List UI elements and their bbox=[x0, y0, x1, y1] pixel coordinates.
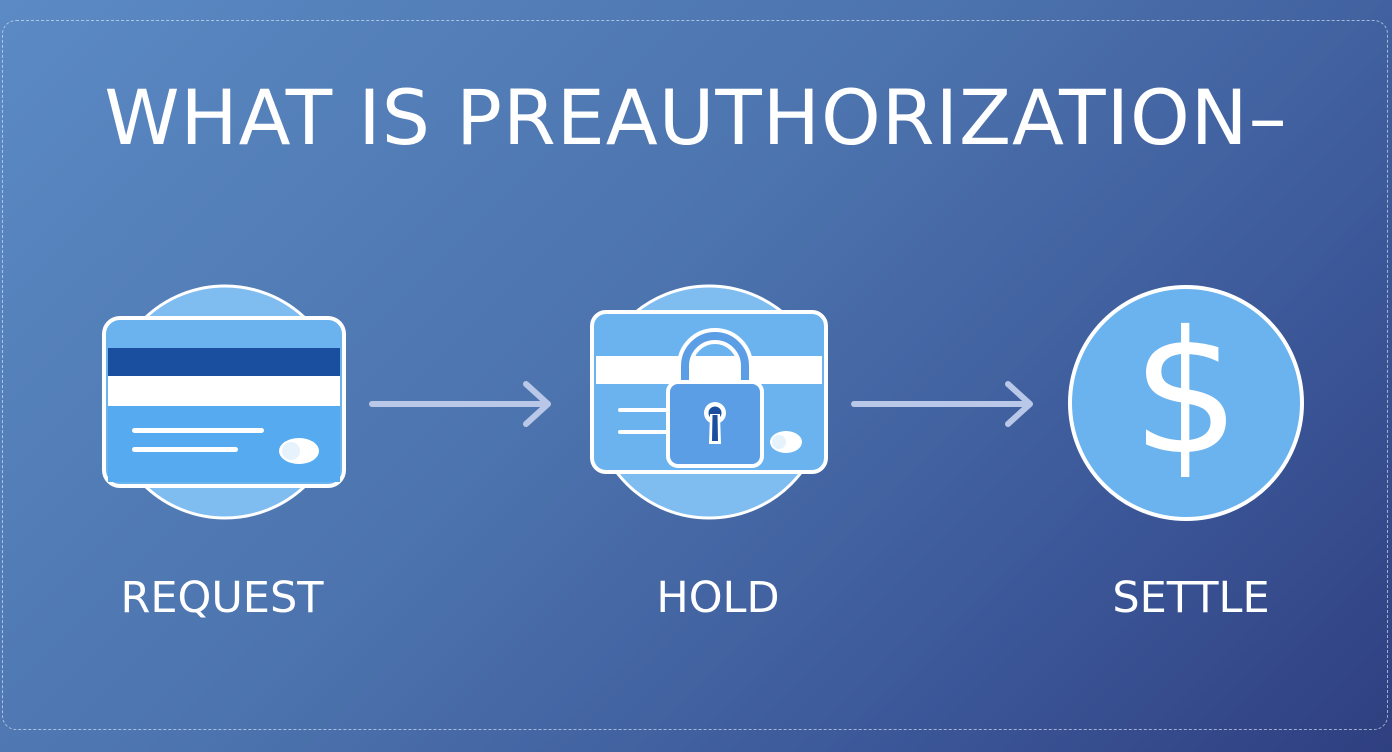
credit-card-icon bbox=[102, 284, 346, 520]
coin-circle bbox=[1068, 285, 1304, 521]
arrow-request-to-hold bbox=[369, 381, 551, 427]
stage-label-request: REQUEST bbox=[120, 573, 324, 623]
hold-card-white-band bbox=[596, 356, 822, 384]
arrow-hold-to-settle bbox=[851, 381, 1033, 427]
card-white-band bbox=[108, 376, 340, 406]
dollar-sign: $ bbox=[1132, 295, 1240, 493]
hold-card-text-line-2 bbox=[618, 430, 668, 434]
locked-card-icon bbox=[590, 284, 828, 520]
page-title: WHAT IS PREAUTHORIZATION– bbox=[104, 73, 1288, 162]
stage-label-hold: HOLD bbox=[656, 573, 780, 623]
card-stripe bbox=[108, 348, 340, 376]
dashed-frame bbox=[2, 20, 1388, 730]
card-text-line-1 bbox=[132, 428, 264, 433]
card-top-band bbox=[108, 322, 340, 348]
stage-label-settle: SETTLE bbox=[1112, 573, 1270, 623]
dollar-coin-icon: $ bbox=[1068, 285, 1304, 521]
card-text-line-2 bbox=[132, 447, 238, 452]
